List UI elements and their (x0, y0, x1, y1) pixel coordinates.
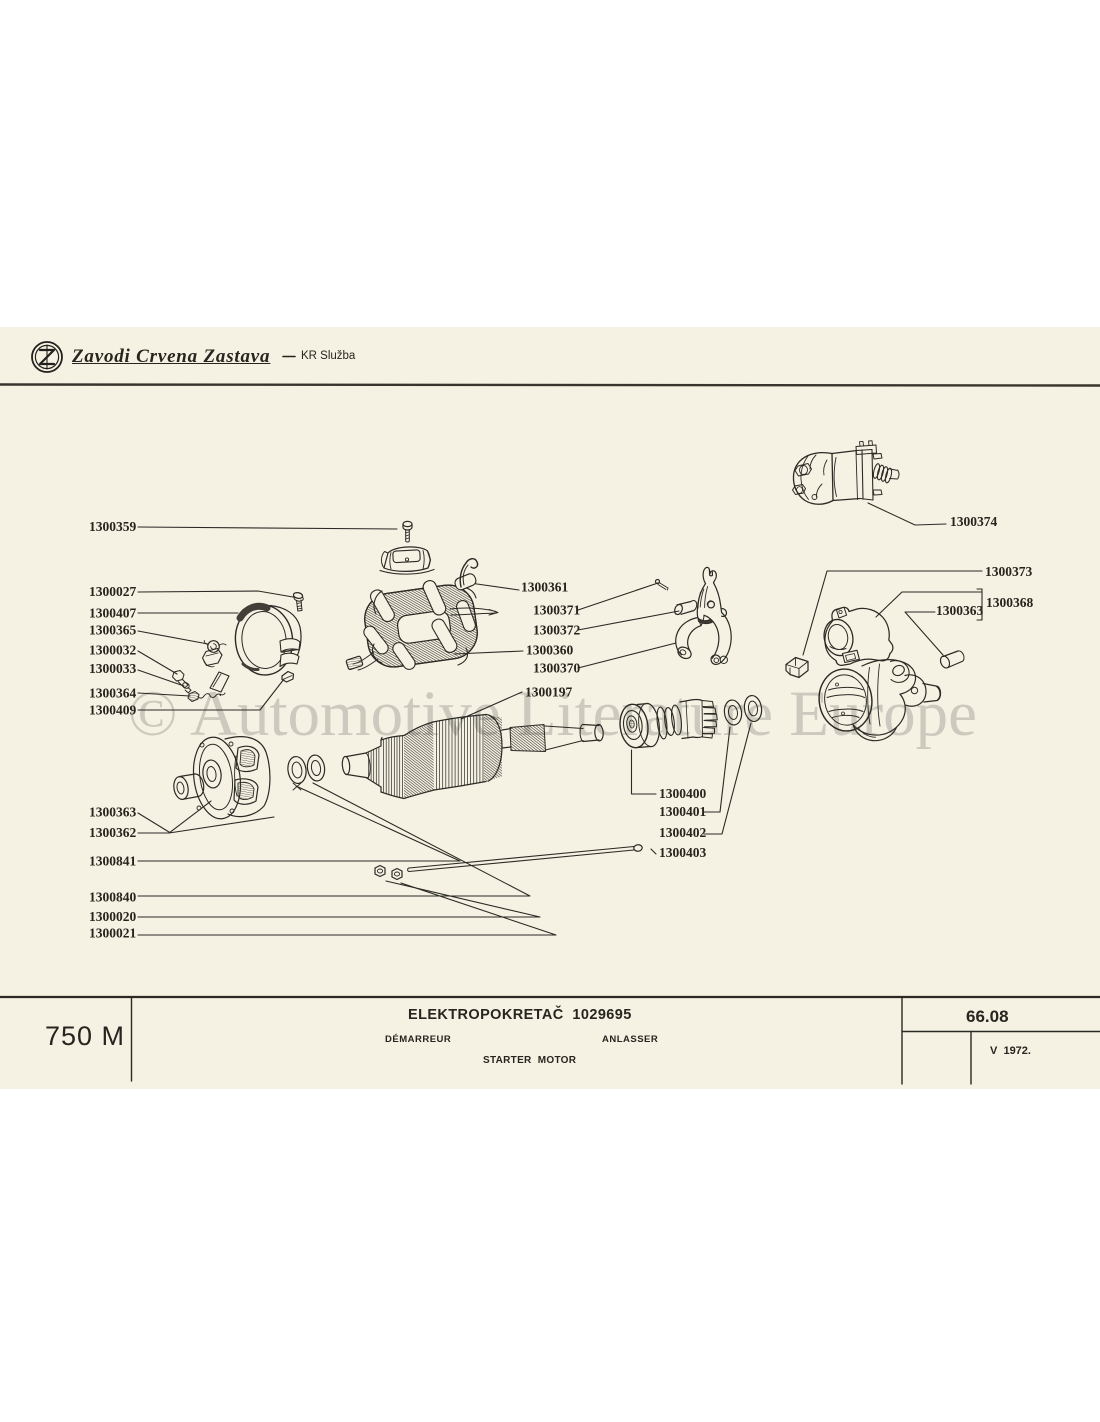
svg-text:1300402: 1300402 (659, 825, 707, 840)
svg-text:1300363: 1300363 (89, 805, 137, 820)
svg-text:1300027: 1300027 (89, 584, 137, 599)
svg-text:1300403: 1300403 (659, 845, 707, 860)
svg-text:1300409: 1300409 (89, 703, 137, 718)
svg-text:1300197: 1300197 (525, 685, 573, 700)
svg-text:1300840: 1300840 (89, 890, 137, 905)
svg-text:1300368: 1300368 (986, 595, 1034, 610)
svg-text:1300407: 1300407 (89, 606, 137, 621)
svg-text:1300370: 1300370 (533, 661, 581, 676)
svg-text:1300374: 1300374 (950, 514, 998, 529)
svg-text:1300372: 1300372 (533, 623, 581, 638)
svg-text:1300841: 1300841 (89, 854, 137, 869)
svg-text:1300020: 1300020 (89, 909, 137, 924)
svg-text:1300364: 1300364 (89, 686, 137, 701)
svg-text:1300362: 1300362 (89, 825, 137, 840)
svg-text:1300032: 1300032 (89, 643, 137, 658)
svg-text:1300371: 1300371 (533, 603, 581, 618)
svg-text:1300361: 1300361 (521, 580, 569, 595)
svg-text:1300021: 1300021 (89, 926, 137, 941)
svg-text:1300373: 1300373 (985, 564, 1033, 579)
svg-text:1300365: 1300365 (89, 623, 137, 638)
svg-text:1300033: 1300033 (89, 661, 137, 676)
svg-text:1300360: 1300360 (526, 643, 574, 658)
svg-text:1300401: 1300401 (659, 804, 707, 819)
svg-text:1300400: 1300400 (659, 786, 707, 801)
svg-text:1300359: 1300359 (89, 519, 137, 534)
svg-text:1300363: 1300363 (936, 603, 984, 618)
